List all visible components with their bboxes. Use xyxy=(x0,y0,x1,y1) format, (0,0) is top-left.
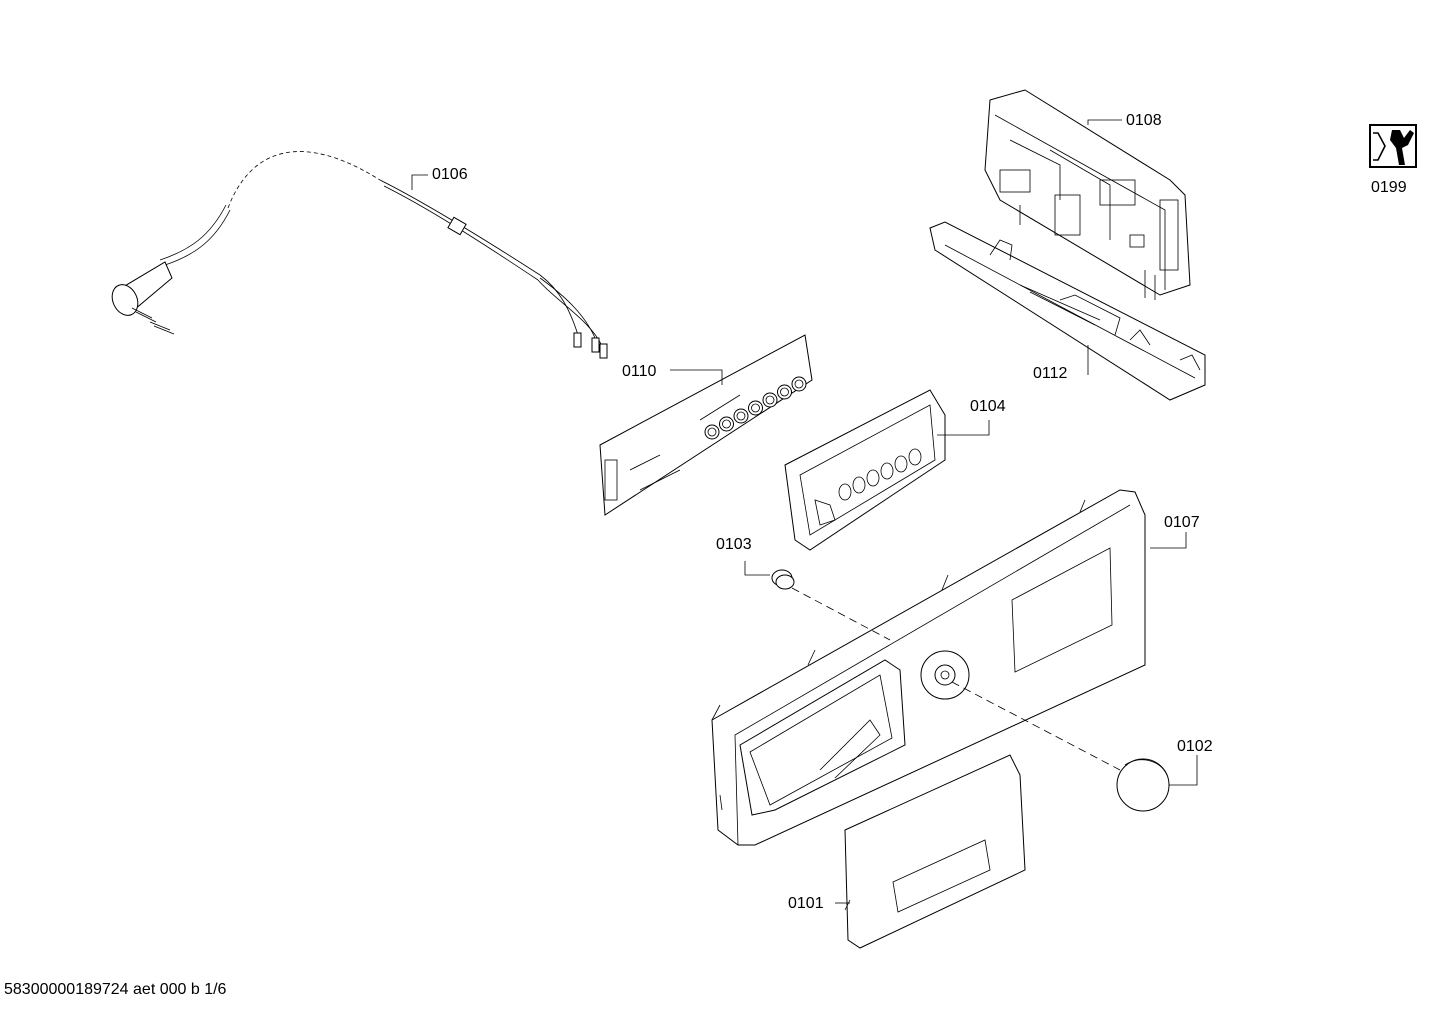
assembly-line xyxy=(951,681,1121,771)
label-0110: 0110 xyxy=(622,363,657,380)
wrench-icon[interactable] xyxy=(1369,124,1417,168)
document-footer: 58300000189724 aet 000 b 1/6 xyxy=(4,981,227,998)
frame-dial-opening xyxy=(838,483,852,501)
pcb-encoder xyxy=(791,376,807,392)
drawer-handle[interactable] xyxy=(844,754,1026,949)
frame-dial-opening xyxy=(866,469,880,487)
pcb-encoder xyxy=(719,416,734,432)
label-0101: 0101 xyxy=(788,895,824,912)
label-0104: 0104 xyxy=(970,398,1006,415)
pcb-encoder xyxy=(794,379,804,389)
frame-dial-opening xyxy=(880,462,894,480)
pcb-encoder xyxy=(751,403,760,413)
pcb-encoder xyxy=(762,392,778,408)
pcb-encoder xyxy=(736,411,746,421)
display-frame[interactable] xyxy=(784,389,946,551)
pcb-encoder xyxy=(765,395,775,405)
label-0112: 0112 xyxy=(1033,365,1068,382)
frame-dial-opening xyxy=(908,448,922,466)
assembly-line xyxy=(791,587,891,641)
pcb-encoder xyxy=(704,424,720,440)
label-0108: 0108 xyxy=(1126,112,1162,129)
small-button[interactable] xyxy=(771,569,795,590)
electronic-module[interactable] xyxy=(984,89,1191,300)
control-panel-fascia[interactable] xyxy=(711,489,1146,846)
module-bracket[interactable] xyxy=(929,221,1206,401)
label-0107: 0107 xyxy=(1164,514,1200,531)
selector-knob[interactable] xyxy=(1116,758,1170,812)
pcb-encoder xyxy=(707,427,717,437)
label-0103: 0103 xyxy=(716,536,752,553)
power-cord[interactable] xyxy=(107,151,608,359)
frame-dial-opening xyxy=(894,455,908,473)
pcb-encoder xyxy=(722,419,731,429)
label-0199: 0199 xyxy=(1371,179,1407,196)
control-pcb[interactable] xyxy=(599,334,813,516)
pcb-encoder xyxy=(733,408,749,424)
frame-dial-opening xyxy=(852,476,866,494)
label-0106: 0106 xyxy=(432,166,468,183)
pcb-encoder xyxy=(780,387,789,397)
label-0102: 0102 xyxy=(1177,738,1213,755)
pcb-encoder xyxy=(777,384,792,400)
pcb-encoder xyxy=(748,400,763,416)
